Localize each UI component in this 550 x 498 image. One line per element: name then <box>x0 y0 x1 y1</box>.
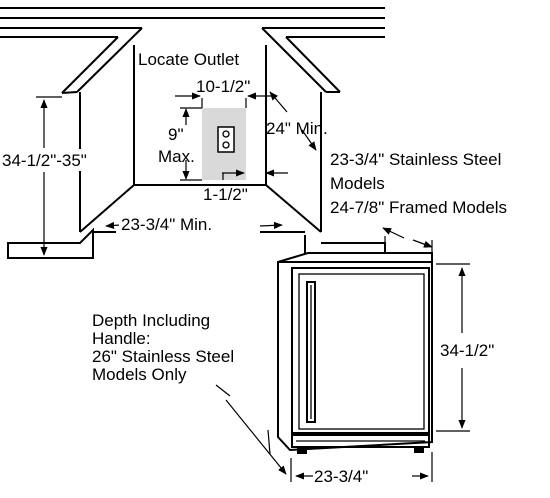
locate-outlet-label: Locate Outlet <box>138 50 239 69</box>
outlet-height-max-label: Max. <box>158 147 195 166</box>
depth-note-line2: Handle: <box>92 329 151 348</box>
refrigerator-unit <box>277 252 433 454</box>
depth-note-line1: Depth Including <box>92 311 210 330</box>
unit-width-label: 23-3/4" <box>314 467 368 486</box>
opening-height-label: 34-1/2"-35" <box>2 151 87 170</box>
unit-height-label: 34-1/2" <box>440 341 494 360</box>
unit-width-note-line3: 24-7/8" Framed Models <box>330 198 507 217</box>
depth-note-line4: Models Only <box>92 365 187 384</box>
outlet-icon <box>217 126 235 153</box>
unit-width-note-line1: 23-3/4" Stainless Steel <box>330 150 501 169</box>
unit-width-note-line2: Models <box>330 174 385 193</box>
cabinet-outline <box>0 7 386 259</box>
depth-note-line3: 26" Stainless Steel <box>92 347 234 366</box>
opening-depth-label: 24" Min. <box>266 119 328 138</box>
opening-width-label: 23-3/4" Min. <box>121 215 212 234</box>
outlet-width-label: 10-1/2" <box>196 77 250 96</box>
outlet-offset-label: 1-1/2" <box>203 185 248 204</box>
outlet-height-value-label: 9" <box>168 125 184 144</box>
